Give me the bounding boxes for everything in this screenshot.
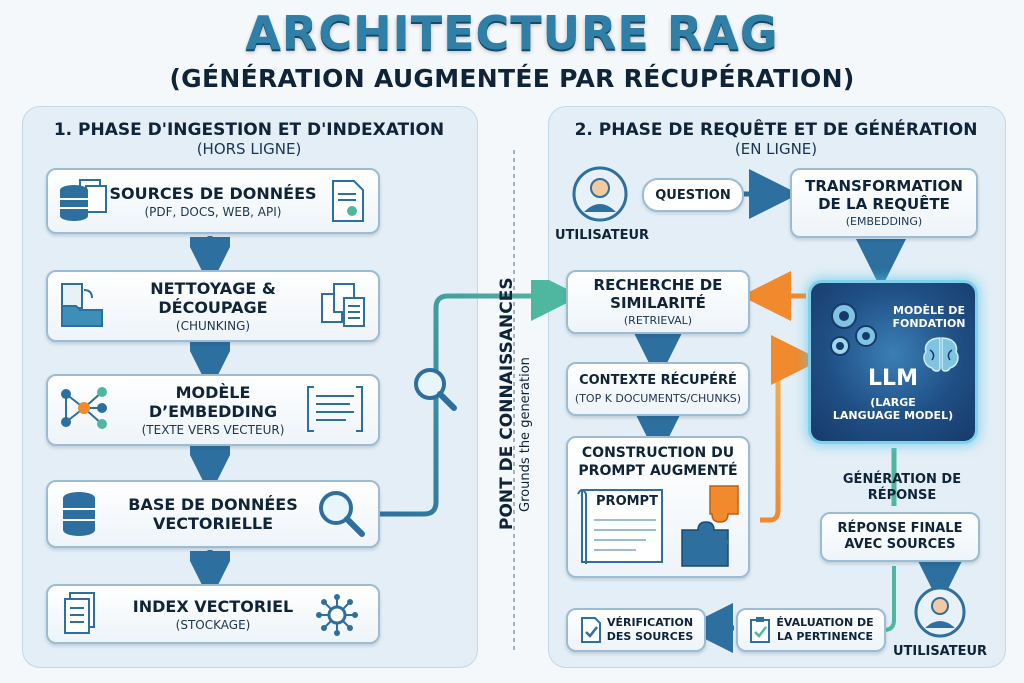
step-cleaning-title: NETTOYAGE & DÉCOUPAGE — [150, 279, 276, 317]
retrieved-context-detail: (TOP K DOCUMENTS/CHUNKS) — [574, 392, 742, 405]
neural-network-icon — [61, 387, 107, 429]
query-transform-detail: (EMBEDDING) — [845, 215, 923, 228]
brain-icon — [923, 337, 959, 372]
bridge-divider — [513, 150, 515, 650]
step-vectordb-card: BASE DE DONNÉES VECTORIELLE — [46, 480, 380, 548]
puzzle-pieces-icon — [681, 485, 739, 567]
prompt-construction-title: CONSTRUCTION DU PROMPT AUGMENTÉ — [578, 445, 738, 479]
similarity-search-title: RECHERCHE DE SIMILARITÉ — [593, 276, 723, 312]
source-verification-title: VÉRIFICATION DES SOURCES — [606, 616, 694, 643]
final-answer-card: RÉPONSE FINALE AVEC SOURCES — [820, 512, 980, 562]
phase2-title: 2. PHASE DE REQUÊTE ET DE GÉNÉRATION — [574, 120, 978, 140]
clipboard-check-icon — [750, 617, 771, 643]
llm-name: LLM — [868, 366, 918, 391]
bridge-sublabel: Grounds the generation — [518, 357, 533, 512]
retrieved-context-title: CONTEXTE RÉCUPÉRÉ — [579, 373, 737, 388]
document-check-icon — [580, 617, 601, 643]
phase1-subtitle: (HORS LIGNE) — [196, 140, 302, 158]
step-embedding-detail: (TEXTE VERS VECTEUR) — [141, 423, 285, 437]
query-transform-title: TRANSFORMATION DE LA REQUÊTE — [805, 177, 963, 213]
similarity-search-card: RECHERCHE DE SIMILARITÉ (RETRIEVAL) — [566, 270, 750, 334]
step-embedding-title: MODÈLE D’EMBEDDING — [148, 383, 278, 421]
magnifier-icon — [414, 368, 457, 411]
llm-foundation-label: MODÈLE DE FONDATION — [892, 304, 966, 330]
vector-hub-icon — [316, 594, 358, 636]
document-icon — [64, 592, 95, 634]
generation-label: GÉNÉRATION DE RÉPONSE — [842, 472, 962, 503]
page-subtitle: (GÉNÉRATION AUGMENTÉE PAR RÉCUPÉRATION) — [169, 64, 855, 93]
bridge-connector — [380, 280, 570, 517]
database-icon — [63, 492, 95, 536]
similarity-search-detail: (RETRIEVAL) — [623, 314, 693, 327]
step-sources-card: SOURCES DE DONNÉES (PDF, DOCS, WEB, API) — [46, 168, 380, 234]
stacked-documents-icon — [321, 283, 365, 327]
relevance-evaluation-card: ÉVALUATION DE LA PERTINENCE — [736, 608, 886, 652]
certificate-document-icon — [332, 180, 364, 222]
page-title: ARCHITECTURE RAG — [245, 6, 779, 60]
bridge-label: PONT DE CONNAISSANCES — [497, 277, 517, 530]
step-index-detail: (STOCKAGE) — [175, 617, 251, 632]
question-pill: QUESTION — [642, 178, 744, 212]
prompt-label: PROMPT — [596, 494, 658, 509]
query-transform-card: TRANSFORMATION DE LA REQUÊTE (EMBEDDING) — [790, 168, 978, 238]
vector-text-icon — [307, 386, 363, 432]
database-documents-icon — [60, 179, 107, 221]
user-avatar-icon — [572, 166, 628, 222]
gears-icon — [830, 303, 877, 356]
files-folder-icon — [61, 283, 103, 327]
phase1-title: 1. PHASE D'INGESTION ET D'INDEXATION — [53, 120, 445, 140]
step-sources-detail: (PDF, DOCS, WEB, API) — [144, 204, 282, 219]
search-icon — [319, 491, 365, 537]
step-sources-title: SOURCES DE DONNÉES — [109, 183, 317, 203]
user-label-2: UTILISATEUR — [892, 644, 988, 659]
retrieved-context-card: CONTEXTE RÉCUPÉRÉ (TOP K DOCUMENTS/CHUNK… — [566, 362, 750, 416]
user-avatar-2-icon — [914, 586, 966, 638]
phase1-arrows — [190, 236, 230, 590]
user-label: UTILISATEUR — [554, 228, 650, 243]
relevance-evaluation-title: ÉVALUATION DE LA PERTINENCE — [776, 616, 874, 643]
source-verification-card: VÉRIFICATION DES SOURCES — [566, 608, 706, 652]
prompt-document-icon — [577, 489, 663, 564]
step-index-title: INDEX VECTORIEL — [132, 596, 294, 616]
final-answer-title: RÉPONSE FINALE AVEC SOURCES — [837, 521, 963, 552]
step-cleaning-detail: (CHUNKING) — [175, 319, 251, 333]
llm-full-name: (LARGE LANGUAGE MODEL) — [832, 396, 954, 422]
step-vectordb-title: BASE DE DONNÉES VECTORIELLE — [128, 495, 298, 533]
phase2-subtitle: (EN LIGNE) — [734, 140, 818, 158]
